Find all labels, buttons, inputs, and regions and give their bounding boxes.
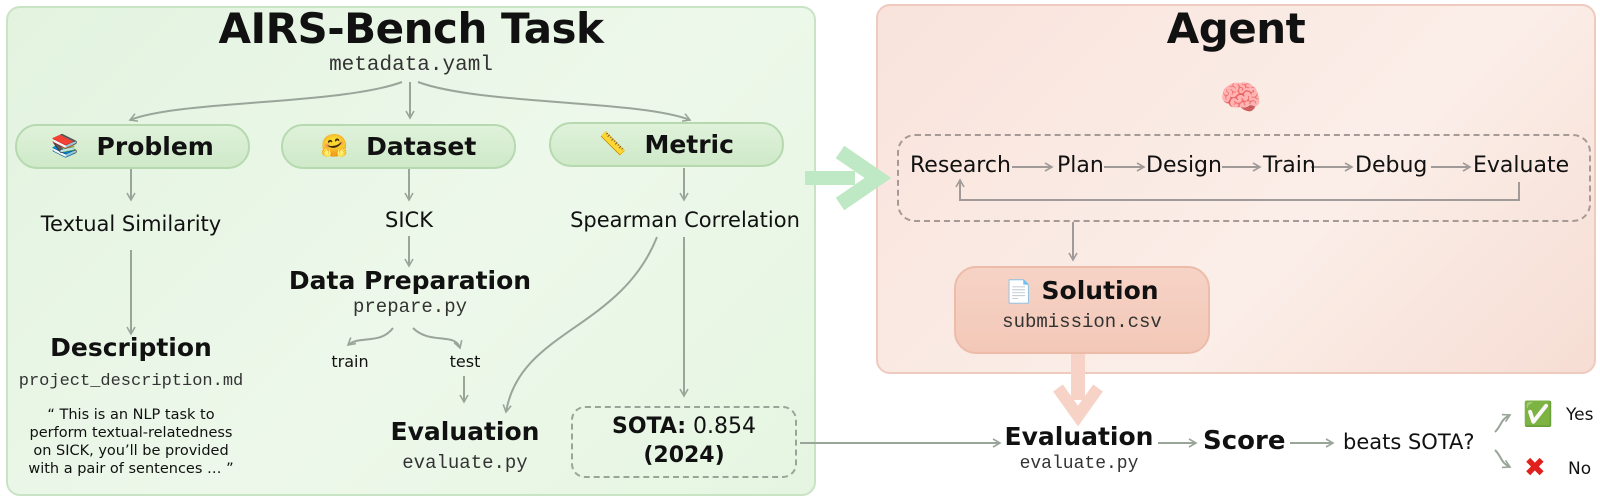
task-title: AIRS-Bench Task (218, 4, 604, 53)
loop-step-train: Train (1263, 153, 1316, 178)
metric-label: Metric (644, 130, 734, 159)
problem-label: Problem (96, 132, 214, 161)
sota-label: SOTA: (611, 414, 687, 439)
loop-step-design: Design (1146, 153, 1222, 178)
hugging-face-icon: 🤗 (320, 134, 349, 159)
task-evaluation-title: Evaluation (390, 417, 540, 446)
loop-step-plan: Plan (1057, 153, 1104, 178)
final-evaluation-title: Evaluation (1004, 422, 1154, 451)
metric-pill[interactable]: 📏 Metric (549, 122, 784, 167)
arrow-prep-test (412, 327, 463, 350)
description-title: Description (50, 333, 212, 362)
beats-sota-question: beats SOTA? (1343, 430, 1475, 454)
prepare-file: prepare.py (352, 296, 468, 318)
loop-step-evaluate: Evaluate (1473, 153, 1570, 178)
dataset-pill[interactable]: 🤗 Dataset (281, 124, 516, 169)
no-label: No (1568, 459, 1592, 479)
arrow-question-no (1494, 449, 1512, 469)
solution-title: Solution (1041, 276, 1159, 305)
loop-step-research: Research (910, 153, 1011, 178)
final-evaluate-file: evaluate.py (1019, 454, 1139, 474)
quote-line: perform textual-relatedness (29, 425, 233, 441)
task-evaluate-file: evaluate.py (402, 452, 528, 474)
data-prep-title: Data Preparation (288, 266, 532, 295)
arrow-metric-eval (502, 236, 658, 414)
loop-back-arrow (955, 178, 1520, 201)
ruler-icon: 📏 (599, 132, 627, 157)
problem-pill[interactable]: 📚 Problem (15, 124, 250, 169)
sota-year: (2024) (643, 443, 725, 468)
score-label: Score (1203, 426, 1286, 456)
quote-line: “ This is an NLP task to (47, 407, 215, 423)
quote-line: on SICK, you’ll be provided (33, 443, 229, 459)
sota-value: 0.854 (693, 414, 757, 439)
arrow-question-yes (1494, 413, 1512, 433)
loop-step-debug: Debug (1355, 153, 1428, 178)
arrow-metadata-problem (128, 81, 403, 122)
description-quote: “ This is an NLP task to perform textual… (6, 406, 256, 478)
big-arrow-task-to-agent (805, 145, 892, 211)
document-icon: 📄 (1005, 280, 1033, 305)
dataset-label: Dataset (366, 132, 477, 161)
brain-icon: 🧠 (1219, 78, 1263, 118)
dataset-value: SICK (385, 208, 433, 232)
books-icon: 📚 (51, 134, 79, 159)
big-arrow-solution-to-eval (1053, 350, 1103, 427)
arrow-metadata-metric (417, 81, 692, 122)
quote-line: with a pair of sentences … ” (28, 461, 234, 477)
metadata-file: metadata.yaml (329, 54, 493, 77)
cross-icon: ✖ (1524, 453, 1546, 483)
agent-loop-box (897, 134, 1591, 222)
metric-value: Spearman Correlation (570, 208, 800, 232)
solution-box[interactable]: 📄 Solution submission.csv (954, 266, 1210, 354)
sota-box: SOTA: 0.854 (2024) (571, 406, 797, 478)
check-icon: ✅ (1523, 400, 1553, 428)
yes-label: Yes (1566, 405, 1594, 425)
description-file: project_description.md (18, 372, 244, 391)
agent-title: Agent (1166, 4, 1306, 53)
split-test: test (449, 352, 481, 371)
solution-file: submission.csv (1002, 311, 1162, 333)
arrow-prep-train (346, 327, 394, 347)
problem-value: Textual Similarity (40, 212, 222, 236)
split-train: train (331, 352, 369, 371)
